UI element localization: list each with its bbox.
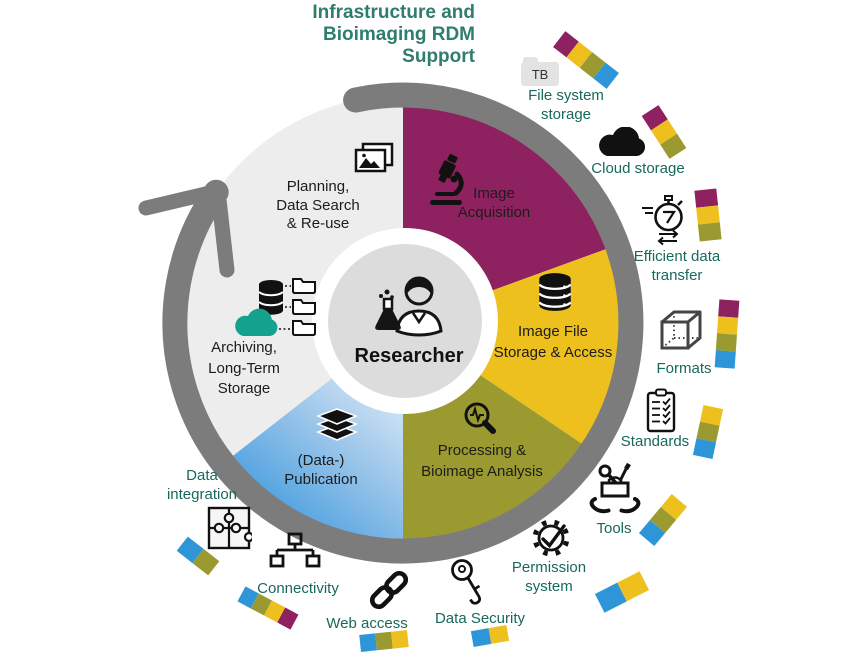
label-standards: Standards	[620, 433, 690, 450]
segment-label-image-acquisition: Image Acquisition	[457, 185, 531, 221]
checklist-clipboard-icon	[646, 388, 676, 433]
sector-image-file-storage	[403, 245, 632, 451]
microscope-icon	[430, 154, 464, 205]
books-icon	[315, 408, 359, 441]
database-icon	[538, 273, 572, 311]
segment-label-processing: Processing & Bioimage Analysis	[421, 442, 543, 480]
label-web-access: Web access	[326, 615, 408, 632]
label-file-system-storage: File system storage	[528, 87, 604, 123]
magnifier-wave-icon	[464, 402, 496, 434]
segment-label-archiving: Archiving, Long-Term Storage	[208, 339, 280, 397]
label-data-integration: Data integration	[166, 467, 238, 503]
toolbox-hands-icon	[589, 462, 641, 514]
researcher-label: Researcher	[354, 345, 464, 367]
network-icon	[269, 532, 321, 568]
label-tools: Tools	[596, 520, 632, 537]
label-permission-system: Permission system	[511, 559, 587, 595]
segment-label-publication: (Data-) Publication	[284, 452, 358, 488]
cloud-icon	[599, 127, 646, 157]
page-title: Infrastructure and Bioimaging RDM Suppor…	[312, 2, 475, 67]
label-data-security: Data Security	[434, 610, 526, 627]
segment-label-planning: Planning, Data Search & Re-use	[276, 178, 360, 232]
tb-badge: TB	[531, 66, 549, 82]
puzzle-icon	[207, 506, 252, 550]
label-formats: Formats	[656, 360, 712, 377]
photos-icon	[354, 142, 394, 173]
label-connectivity: Connectivity	[257, 580, 339, 597]
cycle-ring	[162, 82, 644, 564]
label-efficient-data-transfer: Efficient data transfer	[633, 248, 721, 284]
researcher-icon	[375, 276, 443, 337]
label-cloud-storage: Cloud storage	[591, 160, 685, 177]
cloud-database-folders-icon	[235, 278, 316, 336]
segment-label-image-file-storage: Image File Storage & Access	[493, 323, 613, 361]
chain-link-icon	[369, 570, 409, 610]
stopwatch-icon	[642, 195, 683, 246]
sector-planning-archiving	[174, 95, 403, 464]
cycle-arrow-head	[138, 183, 235, 278]
cube-icon	[660, 310, 702, 350]
gear-check-icon	[532, 519, 570, 557]
folder-tb-icon: TB	[521, 57, 559, 86]
key-icon	[451, 559, 482, 605]
